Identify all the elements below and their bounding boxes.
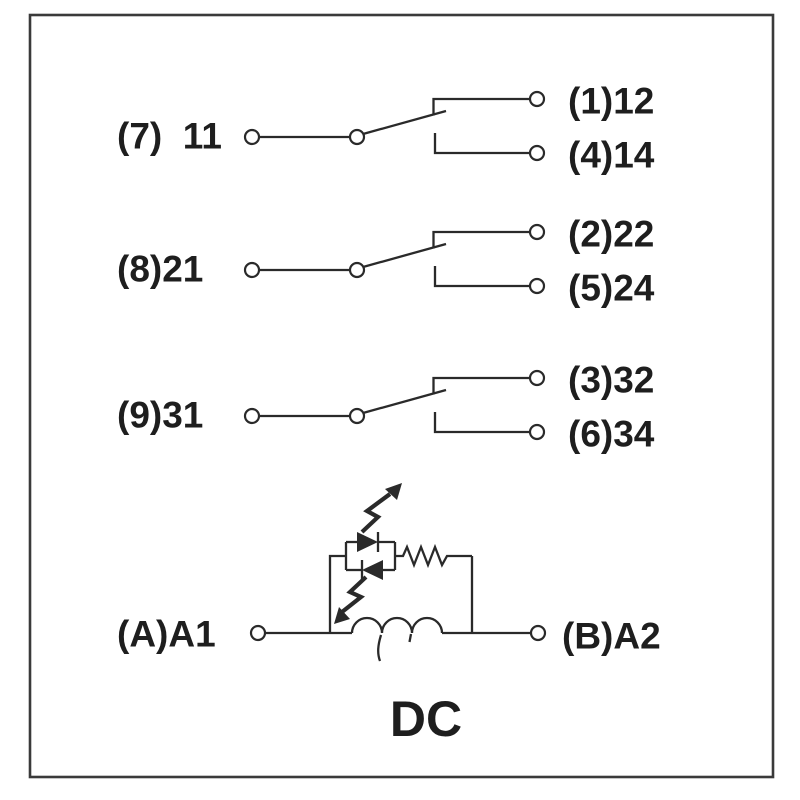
no-terminal-label: (6)34 [568,414,655,455]
coil-terminal-a2-label: (B)A2 [562,616,661,657]
contact-pole-1: (7) 11 (1)12 (4)14 [117,81,655,176]
coil-voltage-type-label: DC [390,691,462,747]
terminal-circle-a2 [529,624,547,642]
com-terminal-label: (9)31 [117,395,203,436]
led-indicator-pair [334,483,402,624]
terminal-circle-com-31 [243,407,261,425]
coil-inductor [350,616,444,634]
com-terminal-label: (7) 11 [117,116,222,157]
contact-pole-3: (9)31 (3)32 (6)34 [117,360,655,455]
coil-winding-tail [377,634,383,662]
resistor [395,543,472,569]
switch-pivot-circle [348,128,366,146]
diagram-frame [28,13,775,779]
coil-terminal-a1-label: (A)A1 [117,614,216,655]
nc-contact-wire [432,97,530,116]
led-flash-arrowhead-up-icon [385,483,402,500]
nc-contact-wire [432,376,530,395]
nc-contact-wire [432,230,530,249]
no-terminal-label: (4)14 [568,135,655,176]
no-contact-wire [433,412,530,434]
switch-pivot-circle [348,407,366,425]
led-flash-arrowhead-down-icon [334,607,350,624]
nc-terminal-label: (2)22 [568,214,654,255]
terminal-circle-no-34 [528,423,546,441]
terminal-circle-com-21 [243,261,261,279]
nc-terminal-label: (3)32 [568,360,654,401]
branch-wire-left [328,554,346,633]
led-diode-left-icon [362,560,383,580]
switch-pivot-circle [348,261,366,279]
led-diode-right-icon [357,532,378,552]
terminal-circle-a1 [249,624,267,642]
coil-circuit: (A)A1 (B)A2 [117,483,661,662]
no-contact-wire [433,266,530,288]
terminal-circle-com-11 [243,128,261,146]
com-terminal-label: (8)21 [117,249,203,290]
terminal-circle-nc-32 [528,369,546,387]
nc-terminal-label: (1)12 [568,81,654,122]
switch-arm [362,388,447,415]
no-contact-wire [433,133,530,155]
coil-winding-cusp [408,633,413,643]
switch-arm [362,242,447,269]
led-flash-arrow-up-icon [360,492,392,534]
contact-pole-2: (8)21 (2)22 (5)24 [117,214,655,309]
switch-arm [362,109,447,136]
led-flash-arrow-down-icon [340,575,368,614]
terminal-circle-no-24 [528,277,546,295]
terminal-circle-nc-22 [528,223,546,241]
terminal-circle-nc-12 [528,90,546,108]
no-terminal-label: (5)24 [568,268,655,309]
terminal-circle-no-14 [528,144,546,162]
